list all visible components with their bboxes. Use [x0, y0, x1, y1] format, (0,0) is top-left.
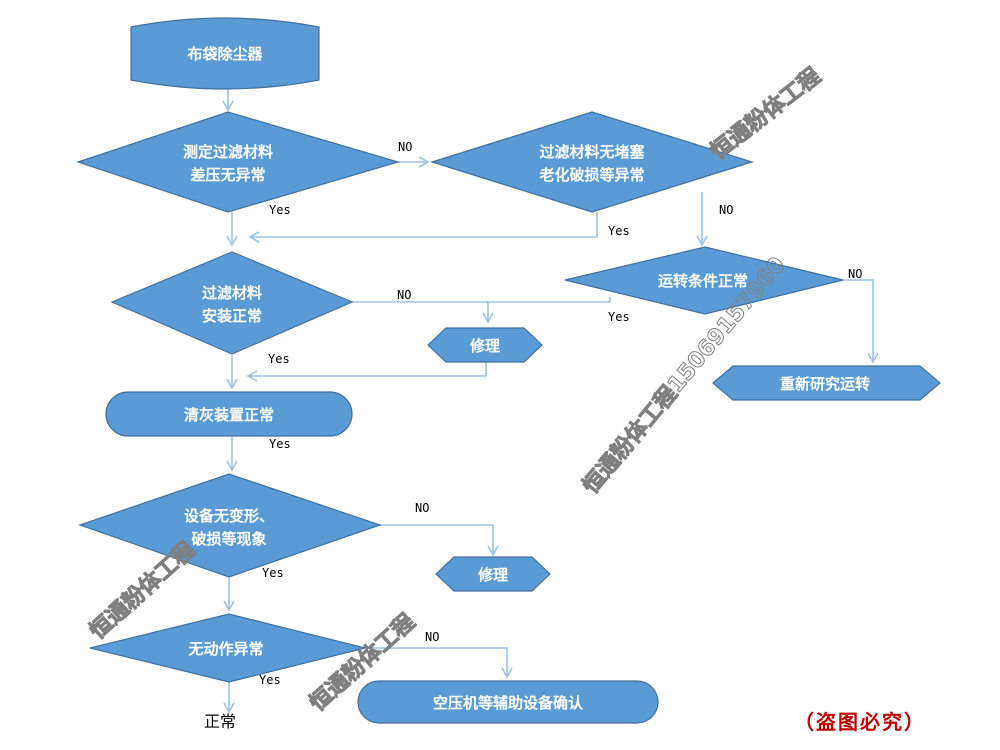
node-d2: 过滤材料无堵塞 老化破损等异常 [429, 111, 755, 213]
r1-hexagon [712, 365, 941, 401]
end-label: 正常 [204, 712, 236, 731]
node-d6: 无动作异常 [89, 613, 366, 683]
repair2-hexagon [435, 556, 551, 592]
edge-labels: NO Yes Yes NO NO Yes NO Yes Yes NO Yes N… [259, 140, 862, 687]
edge-d6-no [365, 647, 513, 679]
d2-label-line1: 过滤材料无堵塞 [539, 143, 645, 161]
d4-diamond [110, 251, 354, 355]
d1-diamond [76, 111, 401, 213]
d6-yes-label: Yes [259, 673, 281, 687]
node-p1: 清灰装置正常 [105, 391, 353, 437]
node-repair1: 修理 [427, 327, 543, 363]
repair1-hexagon [427, 327, 543, 363]
d2-diamond [429, 111, 755, 213]
node-repair2: 修理 [435, 556, 551, 592]
node-d4: 过滤材料 安装正常 [110, 251, 354, 355]
d1-label-line1: 测定过滤材料 [183, 143, 273, 161]
d6-label: 无动作异常 [187, 640, 263, 658]
d5-no-label: NO [415, 501, 429, 515]
p2-label: 空压机等辅助设备确认 [433, 694, 584, 712]
d4-label-line1: 过滤材料 [202, 284, 262, 302]
p2-terminator [357, 680, 659, 724]
d6-no-label: NO [425, 630, 439, 644]
d1-label-line2: 差压无异常 [190, 166, 265, 184]
p1-terminator [105, 391, 353, 437]
start-wave-shape [130, 17, 320, 90]
node-d1: 测定过滤材料 差压无异常 [76, 111, 401, 213]
connectors [222, 80, 879, 714]
d5-label-line1: 设备无变形、 [184, 507, 274, 525]
repair2-label: 修理 [477, 566, 508, 584]
node-start: 布袋除尘器 [130, 17, 320, 90]
edge-d2-yes [248, 212, 598, 243]
repair1-label: 修理 [469, 337, 500, 355]
d1-yes-label: Yes [269, 203, 291, 217]
node-r1: 重新研究运转 [712, 365, 941, 401]
d5-label-line2: 破损等现象 [191, 530, 266, 548]
edge-d3-no [843, 279, 879, 364]
copyright-notice: （盗图必究） [794, 710, 926, 734]
d2-no-label: NO [719, 203, 733, 217]
d3-diamond [564, 246, 844, 315]
edge-d3-yes [482, 297, 611, 324]
d1-no-label: NO [398, 140, 412, 154]
d2-label-line2: 老化破损等异常 [538, 166, 644, 184]
node-p2: 空压机等辅助设备确认 [357, 680, 659, 724]
d4-label-line2: 安装正常 [202, 307, 262, 325]
edge-repair1-back [246, 362, 487, 382]
d5-diamond [78, 473, 382, 578]
p1-label: 清灰装置正常 [184, 406, 274, 424]
p1-yes-label: Yes [269, 437, 291, 451]
d5-yes-label: Yes [262, 566, 284, 580]
r1-label: 重新研究运转 [780, 375, 870, 393]
node-d5: 设备无变形、 破损等现象 [78, 473, 382, 578]
watermark-1: 恒通粉体工程 [706, 63, 826, 165]
node-d3: 运转条件正常 [564, 246, 844, 315]
edge-d5-no [380, 524, 499, 557]
start-label: 布袋除尘器 [187, 45, 263, 63]
d3-label: 运转条件正常 [658, 272, 748, 290]
d4-yes-label: Yes [268, 352, 290, 366]
d3-yes-label: Yes [608, 310, 630, 324]
d6-diamond [89, 613, 366, 683]
d2-yes-label: Yes [608, 224, 630, 238]
d3-no-label: NO [848, 267, 862, 281]
d4-no-label: NO [397, 288, 411, 302]
